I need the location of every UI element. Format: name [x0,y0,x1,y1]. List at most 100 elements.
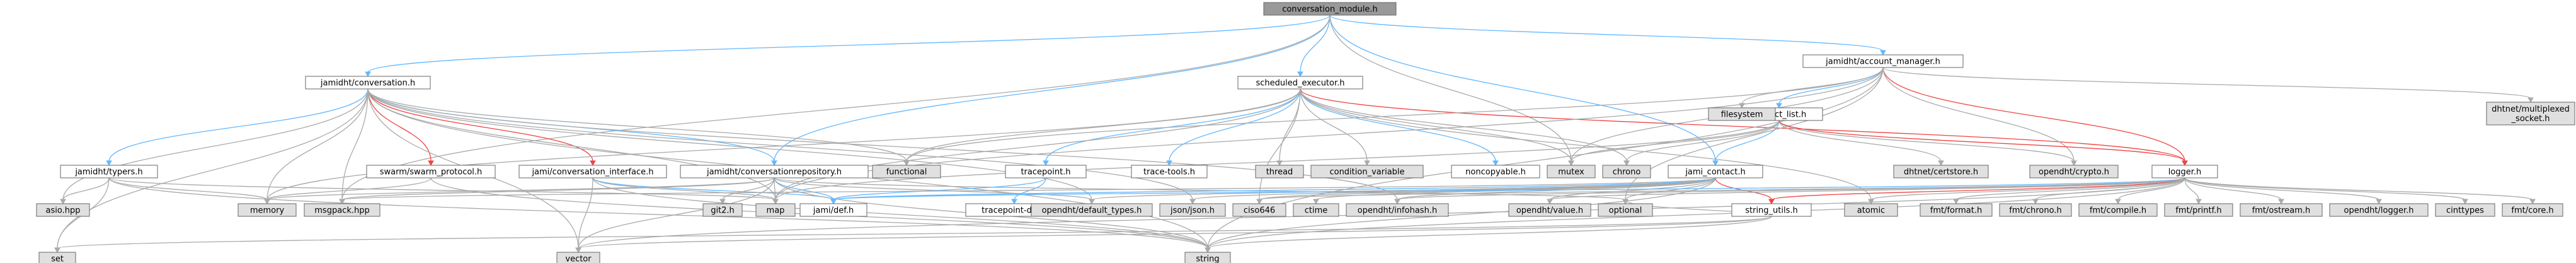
node-jami-def-h[interactable]: jami/def.h [799,203,867,217]
node-ciso646: ciso646 [1232,203,1286,217]
node-jamidht-typers-h[interactable]: jamidht/typers.h [60,165,158,178]
node-jamidht-conversation-h[interactable]: jamidht/conversation.h [305,76,431,90]
node-label: atomic [1857,206,1885,216]
node-label: thread [1266,168,1293,177]
node-scheduled-executor-h[interactable]: scheduled_executor.h [1237,76,1363,90]
edge-jamicontact-to-msgpack [339,177,1716,205]
node-swarm-swarm-protocol-h[interactable]: swarm/swarm_protocol.h [366,165,496,178]
node-map: map [755,203,796,217]
edge-jamicontact-to-ddefaulttypes [1089,177,1716,205]
node-box [1237,76,1363,90]
node-box [38,252,76,263]
node-label: string [1196,255,1219,263]
node-box [2240,203,2323,217]
node-dhtnet-certstore-h: dhtnet/certstore.h [1893,165,1989,178]
node-box [1159,203,1226,217]
node-optional: optional [1598,203,1653,217]
node-box [1346,203,1449,217]
node-box [238,203,297,217]
node-label: condition_variable [1329,168,1404,177]
node-box [518,165,667,178]
node-label: opendht/default_types.h [1042,206,1142,216]
node-label: jami/def.h [813,206,854,216]
node-conversation-module-h[interactable]: conversation_module.h [1263,2,1397,16]
edge-conv-to-swarm [367,88,434,167]
node-opendht-logger-h: opendht/logger.h [2329,203,2429,217]
node-logger-h[interactable]: logger.h [2151,165,2218,178]
edge-logger-to-ciso646 [1256,177,2185,205]
node-label: string_utils.h [1745,206,1798,216]
node-box [1255,165,1304,178]
edge-contactlist-to-mutex [1568,120,1780,167]
edge-contactlist-to-certstore [1778,120,1944,167]
node-chrono: chrono [1602,165,1651,178]
node-label: jamidht/conversation.h [320,79,415,88]
node-box [1999,203,2072,217]
edge-sched-to-condvar [1300,88,1370,167]
node-git2-h: git2.h [702,203,743,217]
node-fmt-compile-h: fmt/compile.h [2078,203,2158,217]
edge-conv-to-typers [106,88,369,167]
edge-conv-to-map [367,88,779,205]
node-label: scheduled_executor.h [1256,79,1344,88]
node-jamidht-account-manager-h[interactable]: jamidht/account_manager.h [1802,54,1964,68]
edge-acct-to-functional [903,67,1884,167]
edge-conv-to-memory [264,88,369,205]
node-label: conversation_module.h [1282,5,1378,15]
node-box [702,203,743,217]
edge-sched-to-tracepoint [1043,88,1301,167]
node-label: vector [565,255,592,263]
node-trace-tools-h[interactable]: trace-tools.h [1131,165,1208,178]
node-vector: vector [556,252,600,263]
node-box [2151,165,2218,178]
node-box [2029,165,2119,178]
node-box [1451,165,1540,178]
node-box [1508,203,1591,217]
node-string: string [1184,252,1231,263]
node-label: fmt/chrono.h [2009,206,2061,216]
node-box [304,203,381,217]
node-label: logger.h [2168,168,2202,177]
edge-contactlist-to-dcrypto [1778,120,2077,167]
node-noncopyable-h[interactable]: noncopyable.h [1451,165,1540,178]
edge-logger-to-stringutils [1768,177,2185,205]
edge-conv-to-convif [367,88,596,167]
node-box [1547,165,1596,178]
node-label: mutex [1558,168,1584,177]
node-box [1293,203,1339,217]
node-box [1920,203,1993,217]
dependency-edges [54,15,2536,254]
node-fmt-chrono-h: fmt/chrono.h [1999,203,2072,217]
node-string-utils-h[interactable]: string_utils.h [1731,203,1812,217]
node-jami-conversation-interface-h[interactable]: jami/conversation_interface.h [518,165,667,178]
node-label: dhtnet/certstore.h [1904,168,1978,177]
node-box [2502,203,2563,217]
edge-typers-to-asio [60,177,110,205]
node-box [1310,165,1424,178]
edge-logger-to-dvalue [1547,177,2185,205]
node-box [1844,203,1898,217]
edge-sched-to-mutex [1300,88,1574,167]
node-box [1232,203,1286,217]
node-tracepoint-h[interactable]: tracepoint.h [1005,165,1087,178]
node-box [366,165,496,178]
node-condition-variable: condition_variable [1310,165,1424,178]
node-box [680,165,869,178]
node-box [2078,203,2158,217]
node-label: cinttypes [2446,206,2484,216]
node-box [2329,203,2429,217]
node-label: optional [1609,206,1642,216]
edge-root-to-acct [1329,15,1886,56]
edge-acct-to-contactlist [1776,67,1884,109]
node-filesystem: filesystem [1708,107,1776,121]
edge-sched-to-map [772,88,1301,205]
edge-contactlist-to-map [772,120,1780,205]
node-box [305,76,431,90]
node-label: tracepoint.h [1021,168,1070,177]
node-label: fmt/core.h [2511,206,2553,216]
node-jami-contact-h[interactable]: jami_contact.h [1668,165,1763,178]
node-box [755,203,796,217]
node-box [1731,203,1812,217]
node-jamidht-conversationrepository-h[interactable]: jamidht/conversationrepository.h [680,165,869,178]
edge-conv-to-asio [60,88,369,205]
